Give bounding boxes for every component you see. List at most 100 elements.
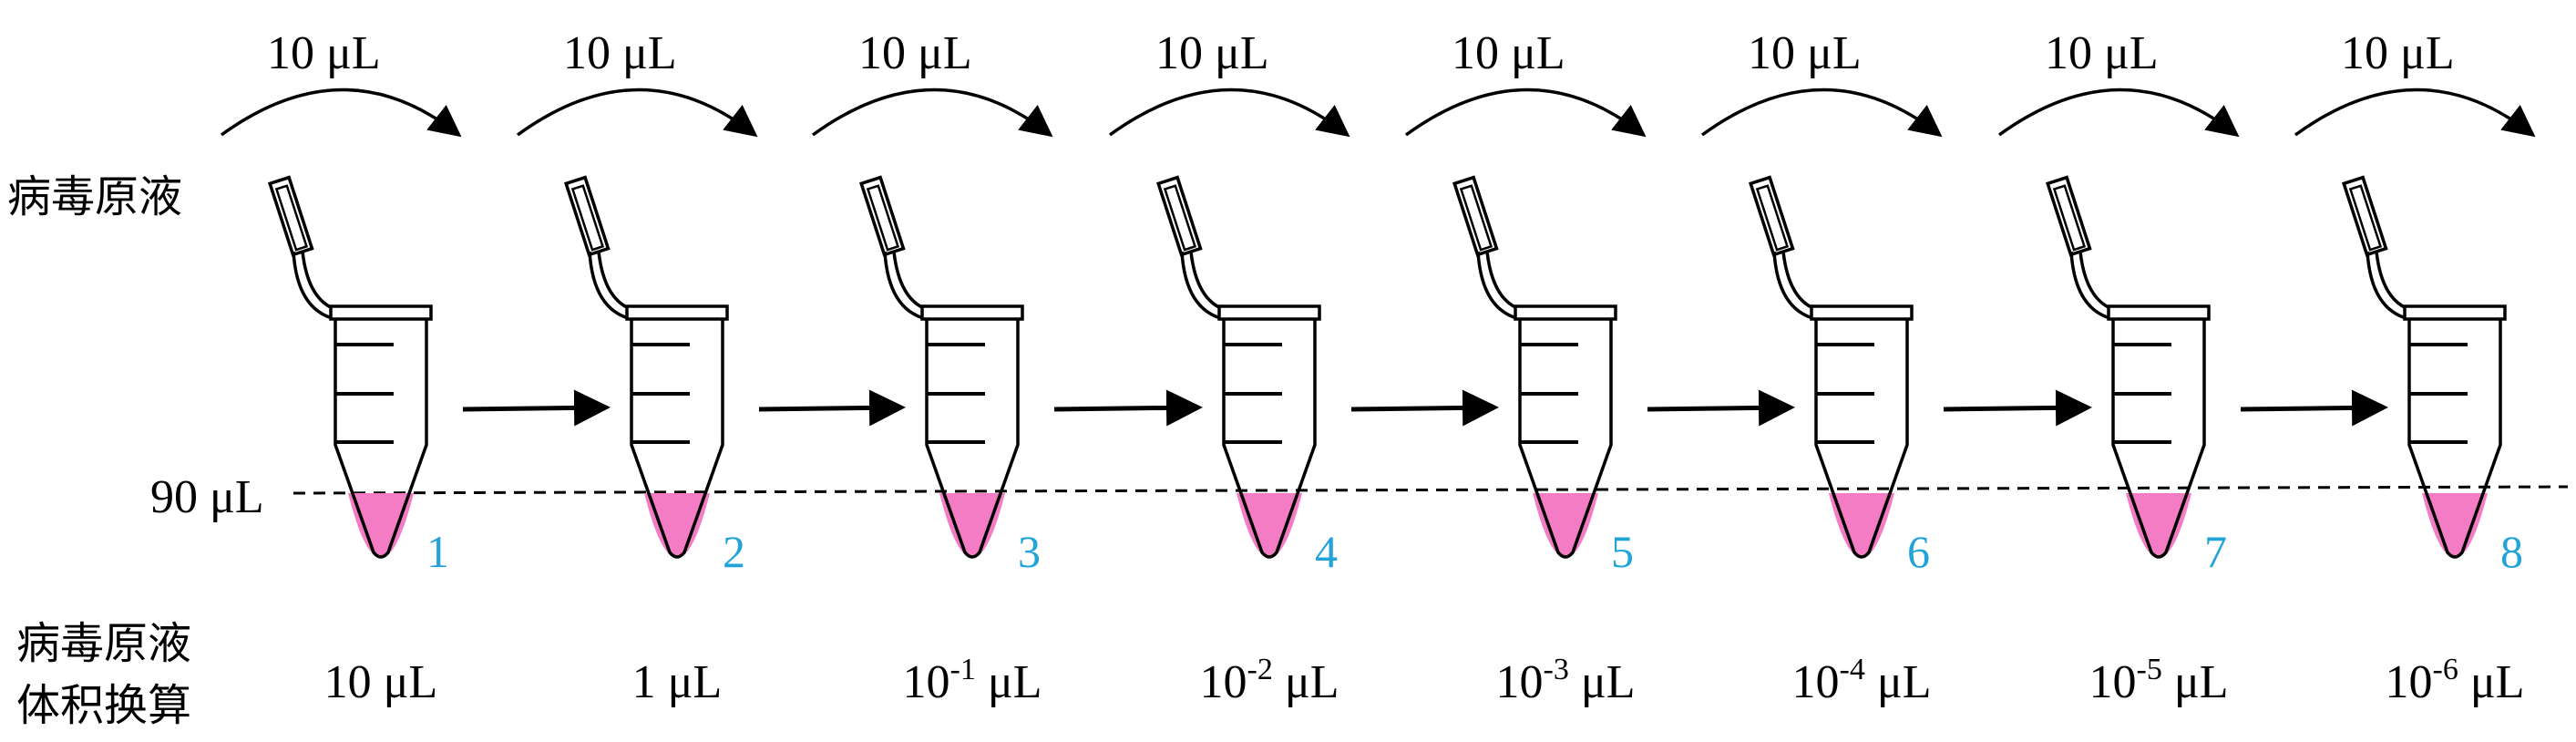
tube-body xyxy=(1814,319,1909,559)
tube-number: 4 xyxy=(1315,526,1338,577)
stock-volume-exponent: -6 xyxy=(2433,653,2458,686)
stock-volume-value: 10-2 μL xyxy=(1200,653,1339,708)
tube-number: 3 xyxy=(1018,526,1041,577)
tube-3: 10 μL 3 10-1 μL xyxy=(811,27,1053,708)
stock-volume-base: 10 xyxy=(2089,656,2137,708)
stock-volume-base: 1 μL xyxy=(632,656,723,708)
tube-body xyxy=(2407,319,2502,559)
tube-body xyxy=(1518,319,1613,559)
tube-lid xyxy=(858,175,929,321)
transfer-volume-label: 10 μL xyxy=(1452,27,1565,79)
tube-5: 10 μL 5 10-3 μL xyxy=(1404,27,1647,708)
next-tube-arrow-icon xyxy=(462,389,611,427)
stock-volume-base: 10 xyxy=(903,656,950,708)
stock-volume-unit: μL xyxy=(1273,656,1339,708)
stock-volume-unit: μL xyxy=(1569,656,1636,708)
next-tube-arrow-icon xyxy=(758,389,906,427)
tube-rim xyxy=(2403,304,2507,321)
tube-liquid xyxy=(1829,493,1894,558)
transfer-arrow-icon xyxy=(516,88,758,138)
stock-volume-value: 1 μL xyxy=(632,656,723,708)
stock-volume-base: 10 xyxy=(1496,656,1544,708)
transfer-volume-label: 10 μL xyxy=(1748,27,1862,79)
next-tube-arrow-icon xyxy=(1647,389,1795,427)
transfer-volume-label: 10 μL xyxy=(2045,27,2159,79)
tube-liquid xyxy=(2422,493,2488,558)
tube-rim xyxy=(920,304,1024,321)
tube-liquid xyxy=(1237,493,1302,558)
tube-body xyxy=(630,319,724,559)
tube-2: 10 μL 2 1 μL xyxy=(516,27,758,708)
tube-6: 10 μL 6 10-4 μL xyxy=(1700,27,1943,708)
next-tube-arrow-icon xyxy=(1350,389,1499,427)
stock-volume-base: 10 xyxy=(2386,656,2433,708)
transfer-arrow-icon xyxy=(811,88,1053,138)
stock-volume-base: 10 xyxy=(1200,656,1247,708)
tube-lid xyxy=(2045,175,2116,321)
transfer-arrow-icon xyxy=(1108,88,1350,138)
tube-rim xyxy=(2107,304,2211,321)
transfer-volume-label: 10 μL xyxy=(1155,27,1269,79)
transfer-arrow-icon xyxy=(1404,88,1647,138)
tube-lid xyxy=(563,175,634,321)
tube-lid xyxy=(2341,175,2412,321)
stock-volume-exponent: -1 xyxy=(950,653,976,686)
next-tube-arrow-icon xyxy=(2240,389,2388,427)
stock-volume-value: 10-5 μL xyxy=(2089,653,2229,708)
volume-dashed-line xyxy=(292,485,2569,495)
tube-4: 10 μL 4 10-2 μL xyxy=(1108,27,1350,708)
stock-volume-exponent: -2 xyxy=(1247,653,1273,686)
tube-number: 8 xyxy=(2500,526,2523,577)
next-tube-arrow-icon xyxy=(1943,389,2092,427)
tube-liquid xyxy=(348,493,414,558)
stock-volume-unit: μL xyxy=(1865,656,1932,708)
tube-number: 1 xyxy=(426,526,449,577)
stock-volume-base: 10 μL xyxy=(324,656,438,708)
stock-volume-exponent: -5 xyxy=(2137,653,2162,686)
tube-liquid xyxy=(939,493,1005,558)
transfer-volume-label: 10 μL xyxy=(267,27,381,79)
stock-volume-unit: μL xyxy=(976,656,1042,708)
transfer-volume-label: 10 μL xyxy=(858,27,972,79)
transfer-arrow-icon xyxy=(1700,88,1943,138)
tube-8: 10 μL 8 10-6 μL xyxy=(2294,27,2536,708)
tube-number: 6 xyxy=(1907,526,1930,577)
stock-volume-base: 10 xyxy=(1792,656,1840,708)
stock-volume-value: 10-4 μL xyxy=(1792,653,1932,708)
tube-lid xyxy=(1452,175,1523,321)
tube-body xyxy=(334,319,428,559)
tube-body xyxy=(1222,319,1317,559)
tube-body xyxy=(2111,319,2206,559)
tube-rim xyxy=(625,304,729,321)
next-tube-arrow-icon xyxy=(1053,389,1203,427)
tube-number: 2 xyxy=(723,526,745,577)
volume-line-label: 90 μL xyxy=(150,471,264,523)
transfer-arrow-icon xyxy=(220,88,462,138)
tube-lid xyxy=(1155,175,1226,321)
tube-1: 10 μL 1 10 μL xyxy=(220,27,462,708)
transfer-arrow-icon xyxy=(1997,88,2240,138)
tube-7: 10 μL 7 10-5 μL xyxy=(1997,27,2240,708)
tube-liquid xyxy=(1533,493,1598,558)
stock-volume-exponent: -4 xyxy=(1840,653,1865,686)
stock-volume-unit: μL xyxy=(2458,656,2525,708)
stock-volume-value: 10-3 μL xyxy=(1496,653,1636,708)
bottom-label-line2: 体积换算 xyxy=(16,680,191,731)
tube-lid xyxy=(1748,175,1819,321)
transfer-volume-label: 10 μL xyxy=(2341,27,2455,79)
tube-lid xyxy=(267,175,338,321)
transfer-volume-label: 10 μL xyxy=(563,27,677,79)
tube-number: 7 xyxy=(2204,526,2227,577)
bottom-label-line1: 病毒原液 xyxy=(16,618,191,669)
tube-number: 5 xyxy=(1611,526,1634,577)
stock-volume-exponent: -3 xyxy=(1544,653,1569,686)
tube-liquid xyxy=(644,493,710,558)
tube-liquid xyxy=(2126,493,2191,558)
stock-volume-value: 10 μL xyxy=(324,656,438,708)
tube-rim xyxy=(1514,304,1617,321)
stock-volume-unit: μL xyxy=(2162,656,2229,708)
tube-rim xyxy=(1810,304,1914,321)
tube-rim xyxy=(329,304,433,321)
tube-body xyxy=(925,319,1020,559)
